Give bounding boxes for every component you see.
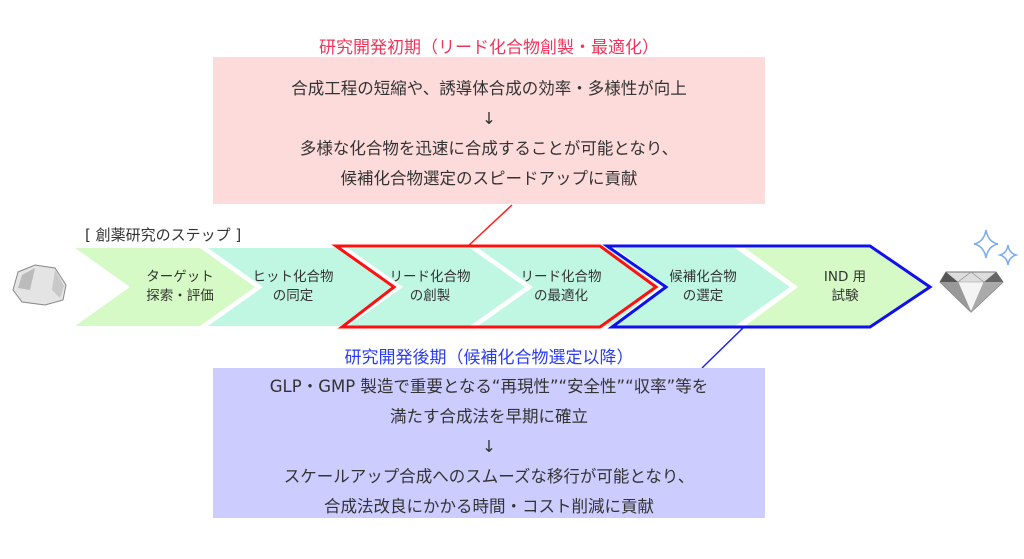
step-chevron-3 [348, 248, 525, 326]
late-phase-title: 研究開発後期（候補化合物選定以降） [344, 348, 634, 368]
step-line: 探索・評価 [146, 288, 214, 304]
sparkle-icon [997, 244, 1019, 266]
early-phase-title: 研究開発初期（リード化合物創製・最適化） [319, 38, 659, 58]
early-phase-line: 候補化合物選定のスピードアップに貢献 [340, 169, 638, 188]
step-line: の選定 [682, 288, 724, 304]
step-chevron-4 [478, 248, 660, 326]
step-line: の同定 [272, 288, 314, 304]
diamond-icon [939, 271, 1004, 313]
step-line: IND 用 [823, 269, 867, 285]
late-phase-line: 満たす合成法を早期に確立 [390, 407, 588, 426]
step-line: 候補化合物 [669, 269, 737, 285]
late-phase-line: GLP・GMP 製造で重要となる“再現性”“安全性”“収率”等を [269, 377, 709, 396]
late-phase-outline [602, 244, 933, 329]
step-label-2: ヒット化合物の同定 [233, 268, 353, 306]
step-line: 試験 [831, 288, 859, 304]
step-line: の創製 [409, 288, 451, 304]
early-phase-outline [331, 244, 659, 329]
step-chevron-2 [208, 248, 395, 326]
step-line: ターゲット [146, 269, 214, 285]
rough-stone-icon [12, 264, 67, 306]
step-line: ヒット化合物 [252, 269, 334, 285]
step-chevron-6 [745, 248, 928, 326]
step-chevron-5 [615, 248, 790, 326]
step-label-3: リード化合物の創製 [370, 268, 490, 306]
early-phase-line: 合成工程の短縮や、誘導体合成の効率・多様性が向上 [291, 79, 687, 98]
step-line: の最適化 [534, 288, 588, 304]
step-label-1: ターゲット探索・評価 [120, 268, 240, 306]
step-line: リード化合物 [389, 269, 471, 285]
late-phase-box: GLP・GMP 製造で重要となる“再現性”“安全性”“収率”等を 満たす合成法を… [213, 368, 765, 518]
early-phase-arrow: ↓ [482, 109, 496, 128]
late-phase-arrow: ↓ [482, 437, 496, 456]
late-phase-line: スケールアップ合成へのスムーズな移行が可能となり、 [283, 467, 695, 486]
early-connector-line [466, 204, 513, 248]
early-phase-line: 多様な化合物を迅速に合成することが可能となり、 [299, 139, 679, 158]
sparkle-icon [973, 229, 999, 259]
step-line: リード化合物 [520, 269, 602, 285]
step-label-6: IND 用試験 [785, 268, 905, 306]
step-label-5: 候補化合物の選定 [643, 268, 763, 306]
step-label-4: リード化合物の最適化 [501, 268, 621, 306]
step-chevron-1 [75, 248, 255, 326]
late-connector-line [701, 325, 746, 369]
early-phase-box: 合成工程の短縮や、誘導体合成の効率・多様性が向上 ↓ 多様な化合物を迅速に合成す… [213, 57, 765, 204]
steps-label: [ 創薬研究のステップ ] [85, 226, 242, 244]
late-phase-line: 合成法改良にかかる時間・コスト削減に貢献 [324, 497, 654, 516]
